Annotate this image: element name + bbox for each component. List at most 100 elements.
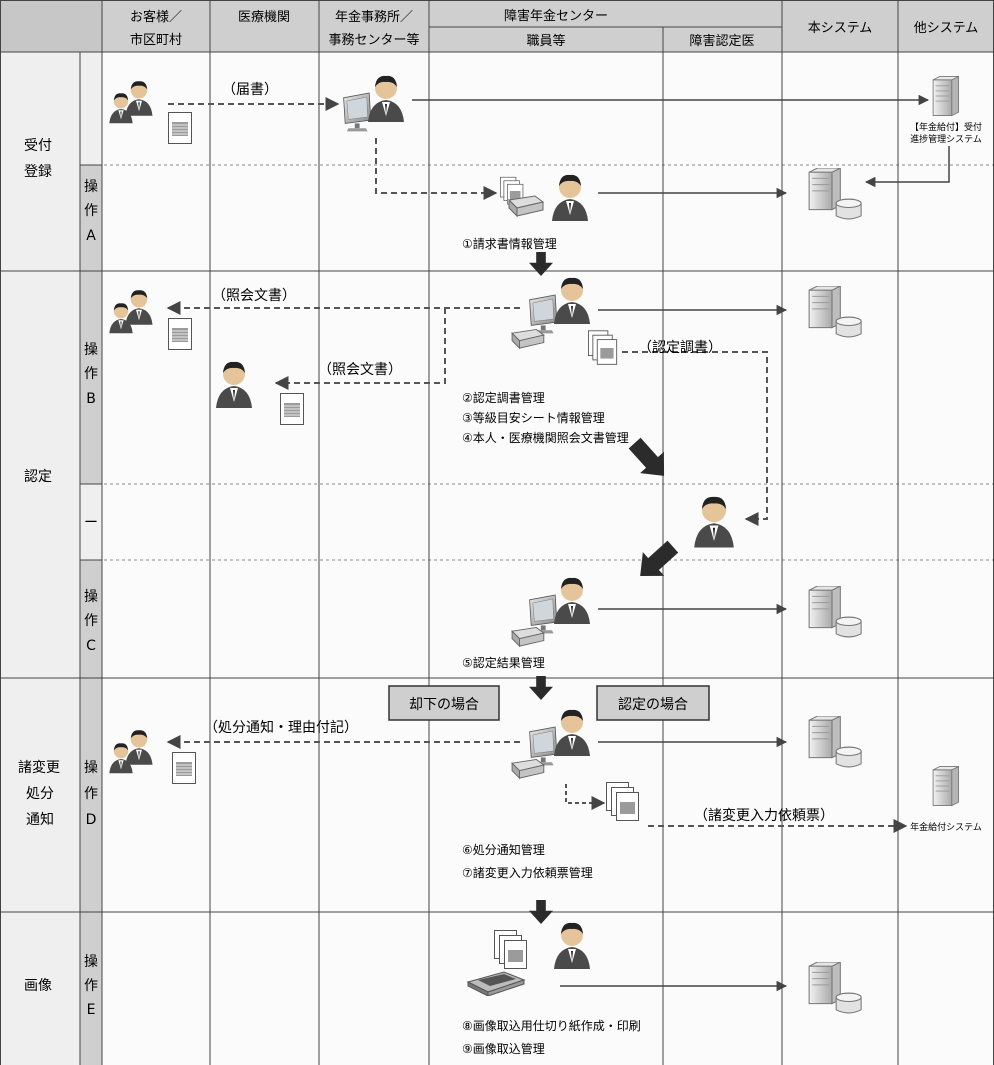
header-this-system: 本システム xyxy=(808,21,873,36)
header-center-staff: 職員等 xyxy=(526,33,565,49)
diag-arrow-down xyxy=(628,437,665,476)
staff-person-icon xyxy=(554,277,590,324)
step-9: ⑨画像取込管理 xyxy=(462,1041,545,1056)
down-arrow-3 xyxy=(529,900,553,924)
op-e-3: E xyxy=(87,1002,96,1018)
server-icon xyxy=(808,716,862,768)
phase-shohenkou-2: 処分 xyxy=(26,786,54,802)
header-center-doctor: 障害認定医 xyxy=(689,33,754,49)
step-2: ②認定調書管理 xyxy=(462,390,545,405)
phase-uketsuke-1: 受付 xyxy=(24,138,52,154)
op-e-1: 操 xyxy=(84,954,98,970)
phase-labels: 受付 登録 認定 諸変更 処分 通知 画像 xyxy=(18,138,60,994)
reject-box xyxy=(388,685,500,721)
approve-box xyxy=(596,685,710,721)
staff-person-icon xyxy=(554,922,590,969)
step-5: ⑤認定結果管理 xyxy=(462,655,545,670)
step-6: ⑥処分通知管理 xyxy=(462,842,545,857)
label-shokai-2: （照会文書） xyxy=(318,362,402,378)
customer-person-icon xyxy=(125,730,153,765)
op-b-2: 作 xyxy=(84,366,98,382)
op-c-3: C xyxy=(86,638,96,654)
doctor-person-icon xyxy=(694,496,734,548)
decision-boxes: 却下の場合 認定の場合 xyxy=(388,685,710,721)
step-4: ④本人・医療機関照会文書管理 xyxy=(462,430,629,445)
pc-icon xyxy=(343,92,372,132)
label-todoke: （届書） xyxy=(222,82,278,98)
op-e-2: 作 xyxy=(84,978,98,994)
server-icon xyxy=(808,168,862,220)
op-a-3: A xyxy=(86,228,96,244)
label-shobun: （処分通知・理由付記） xyxy=(204,719,358,736)
flow-arrows xyxy=(166,94,950,992)
other-system-uketsuke-2: 進捗管理システム xyxy=(910,133,982,145)
customer-person-icon xyxy=(125,290,153,325)
op-d-1: 操 xyxy=(84,760,98,776)
down-arrow-1 xyxy=(529,252,553,276)
phase-shohenkou-3: 通知 xyxy=(26,811,54,828)
phase-nintei: 認定 xyxy=(24,469,52,485)
phase-gazou: 画像 xyxy=(24,978,52,994)
label-shohenkou: （諸変更入力依頼票） xyxy=(694,807,834,824)
step-1: ①請求書情報管理 xyxy=(462,236,557,251)
op-d-3: D xyxy=(86,812,97,828)
other-system-labels: 【年金給付】受付 進捗管理システム 年金給付システム xyxy=(910,121,982,833)
printer-icon xyxy=(511,626,545,647)
other-system-kyufu: 年金給付システム xyxy=(910,821,982,833)
server-tower-icon xyxy=(932,766,960,806)
op-d-2: 作 xyxy=(84,786,98,802)
step-labels: ①請求書情報管理 ②認定調書管理 ③等級目安シート情報管理 ④本人・医療機関照会… xyxy=(462,236,641,1056)
staff-person-icon xyxy=(368,75,404,122)
header-medical: 医療機関 xyxy=(238,10,290,25)
reject-label: 却下の場合 xyxy=(409,697,479,713)
flow-labels: （届書） （照会文書） （照会文書） （認定調書） （処分通知・理由付記） （諸… xyxy=(204,82,834,824)
op-c-2: 作 xyxy=(84,613,98,629)
header-customer-line1: お客様／ xyxy=(130,9,182,25)
phase-uketsuke-2: 登録 xyxy=(24,164,52,180)
approve-label: 認定の場合 xyxy=(618,697,688,713)
staff-person-icon xyxy=(554,709,590,756)
down-arrow-2 xyxy=(529,676,553,700)
document-icon xyxy=(168,112,192,144)
process-arrows xyxy=(529,252,679,924)
header-center: 障害年金センター xyxy=(504,8,608,24)
op-b-1: 操 xyxy=(84,342,98,358)
document-icon xyxy=(168,318,192,350)
step-7: ⑦諸変更入力依頼票管理 xyxy=(462,865,593,880)
printer-icon xyxy=(508,195,544,217)
other-system-uketsuke-1: 【年金給付】受付 xyxy=(910,121,982,133)
documents-icon xyxy=(606,782,639,821)
op-c-1: 操 xyxy=(84,589,98,605)
printer-icon xyxy=(511,758,545,779)
header-customer-line2: 市区町村 xyxy=(130,32,182,48)
header-pension-office-line1: 年金事務所／ xyxy=(335,9,413,25)
doctor-person-icon xyxy=(216,361,252,408)
header-row: お客様／ 市区町村 医療機関 年金事務所／ 事務センター等 障害年金センター 職… xyxy=(130,8,978,49)
server-icon xyxy=(808,962,862,1014)
label-nintei-chosho: （認定調書） xyxy=(638,340,722,356)
printer-icon xyxy=(511,328,545,349)
diag-arrow-back xyxy=(640,540,679,577)
op-dash: ー xyxy=(84,515,98,531)
label-shokai-1: （照会文書） xyxy=(212,288,296,304)
document-icon xyxy=(280,393,304,425)
header-other-system: 他システム xyxy=(914,21,979,36)
customer-person-icon xyxy=(125,81,153,116)
staff-person-icon xyxy=(552,174,588,221)
scanner-icon xyxy=(467,971,525,996)
op-a-1: 操 xyxy=(84,179,98,195)
step-3: ③等級目安シート情報管理 xyxy=(462,410,605,425)
staff-person-icon xyxy=(554,577,590,624)
step-8: ⑧画像取込用仕切り紙作成・印刷 xyxy=(462,1018,641,1033)
op-a-2: 作 xyxy=(84,203,98,219)
phase-shohenkou-1: 諸変更 xyxy=(18,759,60,776)
server-icon xyxy=(808,586,862,638)
document-icon xyxy=(172,752,196,784)
documents-icon xyxy=(588,330,618,365)
pc-icon xyxy=(529,294,558,334)
documents-icon xyxy=(494,930,527,969)
op-b-3: B xyxy=(86,391,96,407)
server-icon xyxy=(808,286,862,338)
